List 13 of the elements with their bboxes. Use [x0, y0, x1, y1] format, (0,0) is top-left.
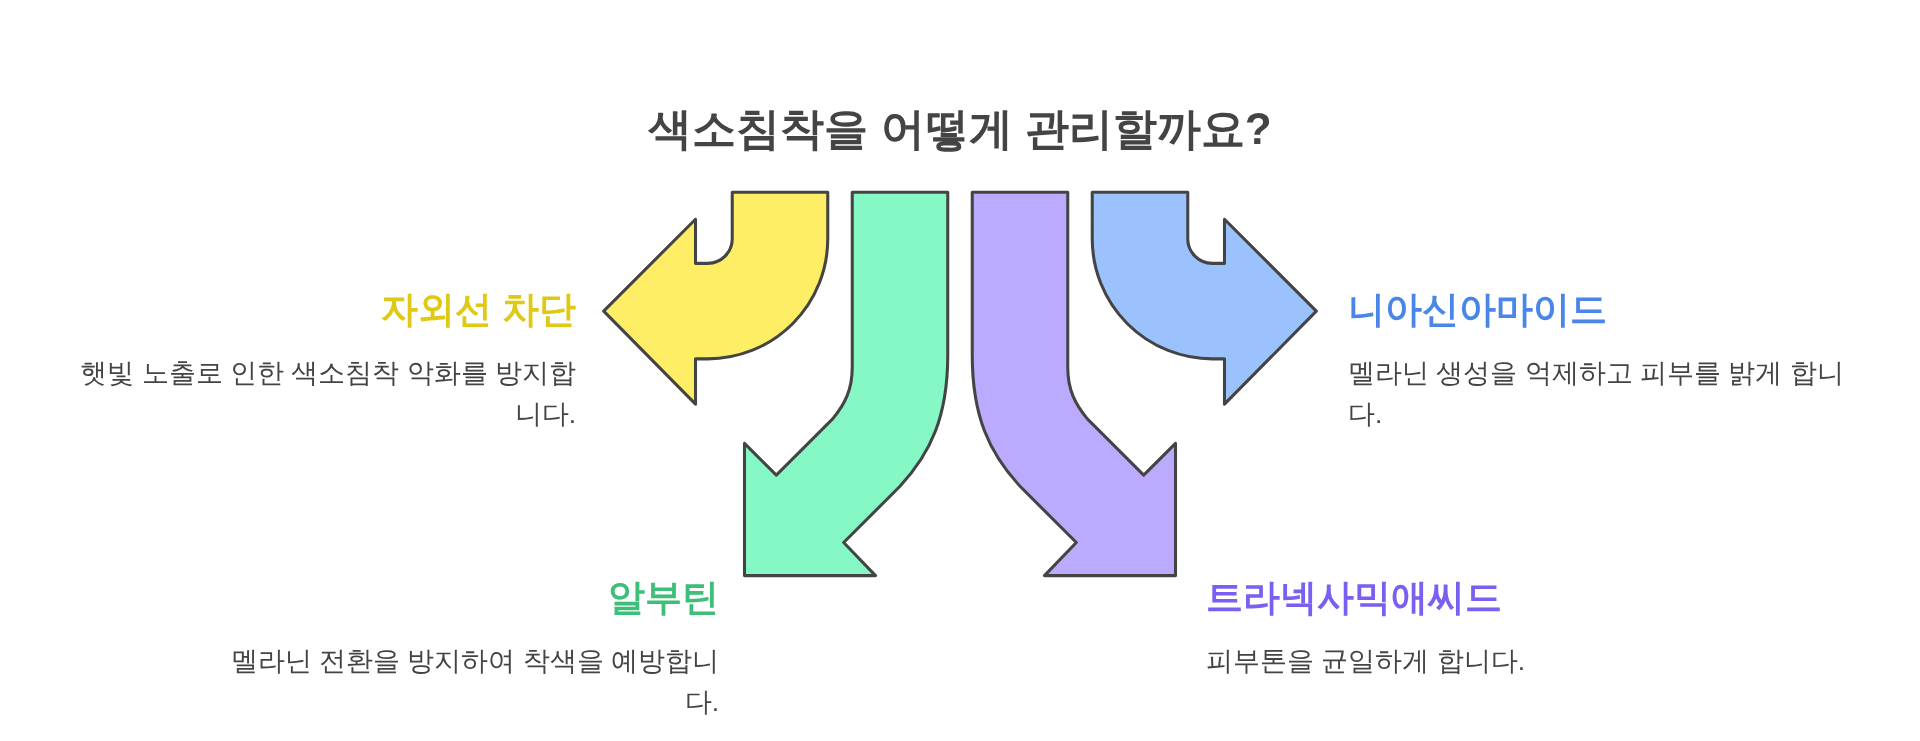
description: 피부톤을 균일하게 합니다.: [1206, 645, 1527, 678]
description: 멜라닌 전환을 방지하여 착색을 예방합니다.: [229, 645, 719, 719]
block-arrow: [1090, 190, 1318, 406]
block-arrow: [970, 190, 1178, 578]
block-arrow: [602, 190, 830, 406]
heading: 트라넥사믹애씨드: [1206, 576, 1503, 620]
heading: 자외선 차단: [379, 288, 576, 332]
block-arrow: [742, 190, 950, 578]
description: 햇빛 노출로 인한 색소침착 악화를 방지합니다.: [79, 357, 576, 431]
heading: 니아신아마이드: [1348, 288, 1608, 332]
heading: 알부틴: [607, 576, 719, 620]
description: 멜라닌 생성을 억제하고 피부를 밝게 합니다.: [1348, 357, 1845, 431]
title: 색소침착을 어떻게 관리할까요?: [647, 103, 1273, 155]
